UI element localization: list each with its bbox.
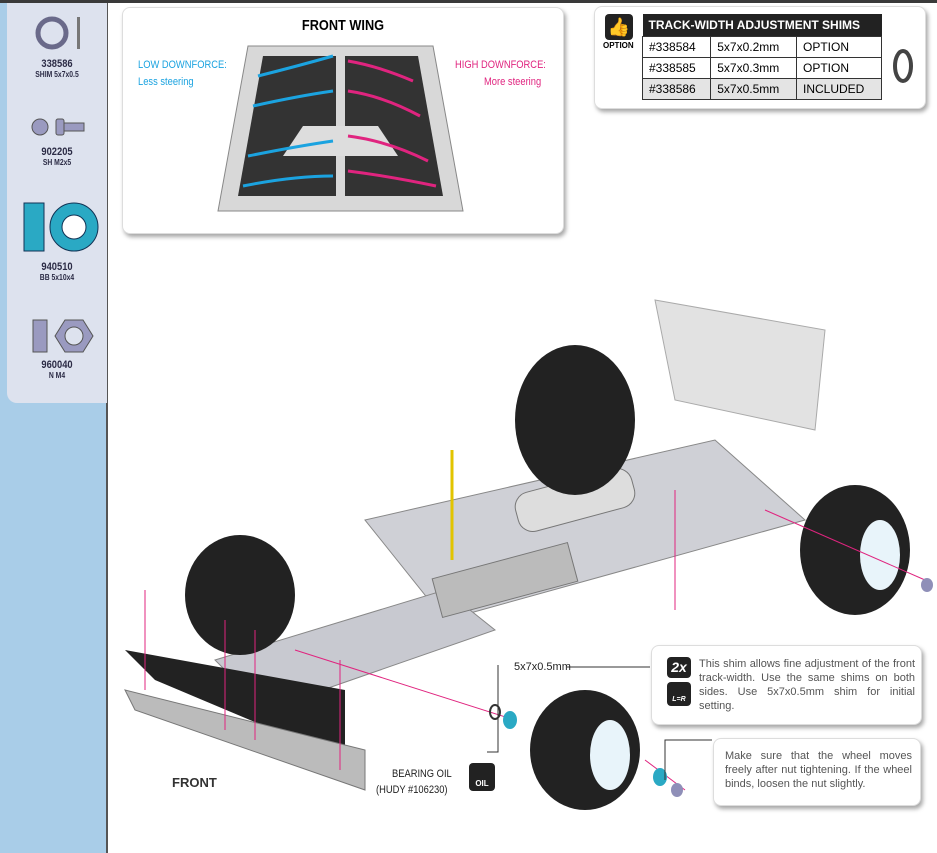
front-wing-box: FRONT WING LOW DOWNFORCE: Less steering … — [122, 7, 564, 234]
front-wing-illustration — [217, 45, 464, 212]
part-nut: 960040 N M4 — [7, 318, 107, 380]
part-desc: N M4 — [48, 371, 66, 380]
shim-callout: 2x L=R This shim allows fine adjustment … — [651, 645, 922, 725]
low-downforce-label: LOW DOWNFORCE: — [138, 59, 227, 71]
part-desc: SHIM 5x7x0.5 — [35, 70, 79, 79]
shim-callout-text: This shim allows fine adjustment of the … — [699, 658, 915, 712]
nut-icon — [32, 319, 94, 353]
part-desc: SH M2x5 — [42, 158, 72, 167]
high-downforce-sub: More steering — [484, 76, 542, 88]
part-desc: BB 5x10x4 — [39, 273, 75, 282]
cell: 5x7x0.2mm — [710, 35, 797, 58]
wheel-callout: Make sure that the wheel moves freely af… — [713, 738, 921, 806]
top-bar — [0, 0, 937, 3]
bearing-icon — [23, 202, 99, 252]
2x-icon: 2x — [667, 657, 691, 678]
shim-ring-icon — [893, 49, 913, 83]
part-number: 902205 — [41, 146, 73, 158]
part-number: 940510 — [41, 261, 73, 273]
high-downforce-label: HIGH DOWNFORCE: — [455, 59, 546, 71]
left-right-icon: L=R — [667, 682, 691, 706]
thumbs-up-icon: 👍 — [605, 14, 633, 40]
oil-icon-text: OIL — [475, 779, 489, 788]
low-downforce-sub: Less steering — [138, 76, 194, 88]
part-screw: 902205 SH M2x5 — [7, 113, 107, 167]
cell: #338585 — [641, 56, 712, 79]
car-assembly-illustration — [124, 299, 933, 810]
cell: 5x7x0.5mm — [710, 77, 797, 100]
oil-icon: OIL — [469, 763, 495, 791]
front-wing-title: FRONT WING — [301, 17, 385, 34]
part-bearing: 940510 BB 5x10x4 — [7, 198, 107, 282]
shim-size-label: 5x7x0.5mm — [514, 661, 571, 673]
parts-panel: 338586 SHIM 5x7x0.5 902205 SH M2x5 94051… — [7, 3, 107, 403]
cell: #338584 — [641, 35, 712, 58]
front-label: FRONT — [172, 775, 217, 790]
screw-icon — [31, 118, 85, 136]
table-header: TRACK-WIDTH ADJUSTMENT SHIMS — [642, 14, 882, 36]
lr-text: L=R — [672, 696, 686, 703]
cell: OPTION — [795, 35, 883, 58]
cell: INCLUDED — [795, 77, 883, 100]
cell: OPTION — [795, 56, 883, 79]
cell: 5x7x0.3mm — [710, 56, 797, 79]
bearing-oil-label: BEARING OIL — [392, 768, 452, 780]
part-number: 338586 — [41, 58, 73, 70]
part-shim: 338586 SHIM 5x7x0.5 — [7, 13, 107, 79]
bearing-oil-ref: (HUDY #106230) — [376, 784, 448, 796]
shim-icon — [35, 16, 80, 50]
part-number: 960040 — [41, 359, 73, 371]
cell: #338586 — [641, 77, 712, 100]
option-label: OPTION — [603, 41, 634, 50]
wheel-callout-text: Make sure that the wheel moves freely af… — [725, 750, 912, 790]
shims-box: 👍 OPTION TRACK-WIDTH ADJUSTMENT SHIMS #3… — [594, 6, 926, 109]
